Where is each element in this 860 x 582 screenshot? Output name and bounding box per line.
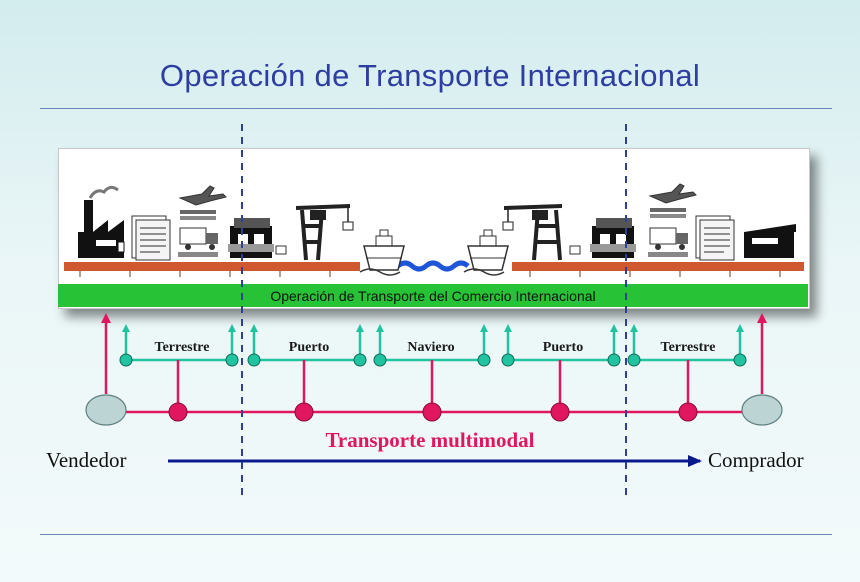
track-right (512, 262, 804, 277)
multimodal-nodes (168, 402, 698, 422)
band-label: Operación de Transporte del Comercio Int… (270, 287, 596, 304)
teal-nodes (119, 353, 747, 367)
plane-icon (648, 183, 697, 218)
segment-label-terrestre-left: Terrestre (154, 340, 210, 355)
documents-icon (131, 215, 171, 261)
plane-icon (178, 185, 227, 220)
multimodal-label: Transporte multimodal (325, 428, 535, 452)
segment-label-naviero: Naviero (407, 340, 455, 355)
sea-icon (396, 260, 470, 272)
buyer-node (741, 394, 783, 426)
ship-icon (359, 229, 405, 276)
green-band: Operación de Transporte del Comercio Int… (58, 284, 808, 307)
slide-title: Operación de Transporte Internacional (159, 58, 701, 93)
documents-icon (695, 215, 735, 261)
warehouse-icon (590, 218, 636, 258)
cargo-box-icon (569, 245, 581, 255)
store-icon (744, 224, 796, 258)
bottom-rule (40, 534, 832, 535)
title-rule (40, 108, 832, 109)
factory-icon (78, 185, 125, 258)
pink-arrows (101, 313, 767, 394)
track-left (64, 262, 360, 277)
cargo-box-icon (275, 245, 287, 255)
ship-icon (463, 229, 509, 276)
truck-icon (648, 227, 688, 257)
seller-label: Vendedor (46, 448, 127, 472)
warehouse-icon (228, 218, 274, 258)
segment-label-puerto-right: Puerto (542, 340, 584, 355)
boundary-dashes (241, 124, 627, 498)
truck-icon (178, 227, 218, 257)
segment-label-puerto-left: Puerto (288, 340, 330, 355)
segment-label-terrestre-right: Terrestre (660, 340, 716, 355)
seller-node (85, 394, 127, 426)
buyer-label: Comprador (708, 448, 804, 472)
crane-icon (502, 204, 562, 261)
crane-icon (296, 204, 354, 261)
